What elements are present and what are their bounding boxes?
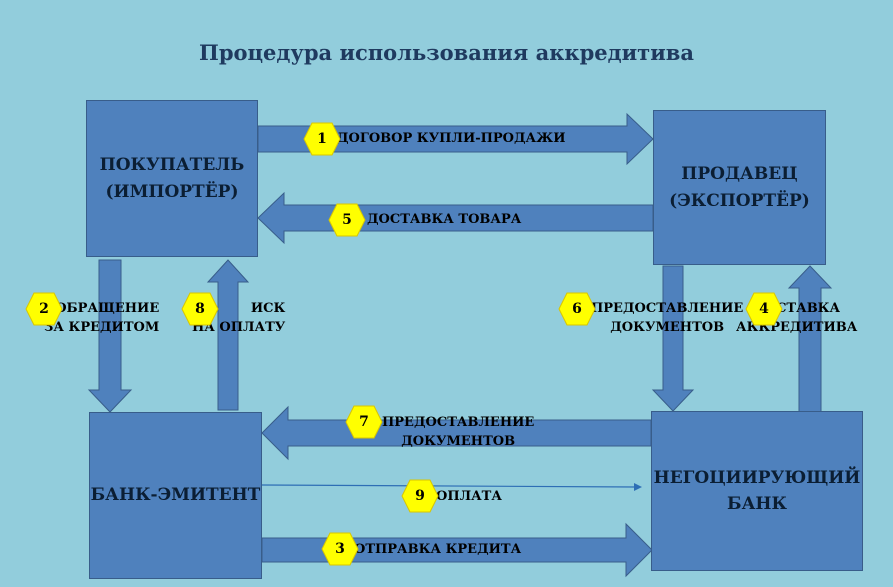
step-1-badge: 1: [303, 122, 341, 156]
step-5-number: 5: [342, 212, 352, 228]
arrow-credit-sending: [261, 522, 653, 578]
step-7-badge: 7: [345, 405, 383, 439]
diagram-title: Процедура использования аккредитива: [199, 40, 694, 65]
arrow-credit-request: [87, 259, 133, 413]
step-1-label: ДОГОВОР КУПЛИ-ПРОДАЖИ: [337, 131, 566, 146]
step-5-label: ДОСТАВКА ТОВАРА: [367, 212, 522, 227]
step-5-badge: 5: [328, 203, 366, 237]
step-3-label: ОТПРАВКА КРЕДИТА: [354, 542, 522, 557]
hexagon-icon: [745, 292, 783, 326]
arrow-lc-delivery: [787, 265, 833, 413]
step-4-badge: 4: [745, 292, 783, 326]
hexagon-icon: [321, 532, 359, 566]
step-3-number: 3: [335, 541, 345, 557]
step-6-number: 6: [572, 301, 582, 317]
buyer-box: ПОКУПАТЕЛЬ (ИМПОРТЁР): [86, 100, 258, 257]
buyer-label: ПОКУПАТЕЛЬ (ИМПОРТЁР): [99, 155, 245, 202]
hexagon-icon: [25, 292, 63, 326]
hexagon-icon: [303, 122, 341, 156]
hexagon-icon: [345, 405, 383, 439]
arrow-payment-line: [261, 484, 637, 488]
hexagon-icon: [558, 292, 596, 326]
step-9-badge: 9: [401, 479, 439, 513]
arrow-payment-claim: [206, 259, 250, 411]
hexagon-icon: [401, 479, 439, 513]
step-3-badge: 3: [321, 532, 359, 566]
issuing-bank-box: БАНК-ЭМИТЕНТ: [89, 412, 262, 579]
hexagon-icon: [328, 203, 366, 237]
step-6-badge: 6: [558, 292, 596, 326]
hexagon-icon: [181, 292, 219, 326]
seller-box: ПРОДАВЕЦ (ЭКСПОРТЁР): [653, 110, 826, 265]
step-8-badge: 8: [181, 292, 219, 326]
negotiating-bank-label: НЕГОЦИИРУЮЩИЙ БАНК: [653, 467, 861, 514]
arrow-docs-to-bank: [651, 265, 695, 412]
step-6-label: ПРЕДОСТАВЛЕНИЕ ДОКУМЕНТОВ: [591, 301, 744, 335]
step-4-number: 4: [759, 301, 769, 317]
step-8-number: 8: [195, 301, 205, 317]
negotiating-bank-box: НЕГОЦИИРУЮЩИЙ БАНК: [651, 411, 863, 571]
step-1-number: 1: [317, 131, 327, 147]
step-2-badge: 2: [25, 292, 63, 326]
step-9-number: 9: [415, 488, 425, 504]
arrow-payment-head: [634, 483, 642, 491]
issuing-bank-label: БАНК-ЭМИТЕНТ: [90, 485, 261, 506]
step-9-label: ОПЛАТА: [436, 489, 502, 504]
step-2-label: ОБРАЩЕНИЕ ЗА КРЕДИТОМ: [44, 301, 160, 335]
step-7-number: 7: [359, 414, 369, 430]
step-7-label: ПРЕДОСТАВЛЕНИЕ ДОКУМЕНТОВ: [382, 415, 535, 449]
seller-label: ПРОДАВЕЦ (ЭКСПОРТЁР): [669, 164, 810, 211]
step-2-number: 2: [39, 301, 49, 317]
